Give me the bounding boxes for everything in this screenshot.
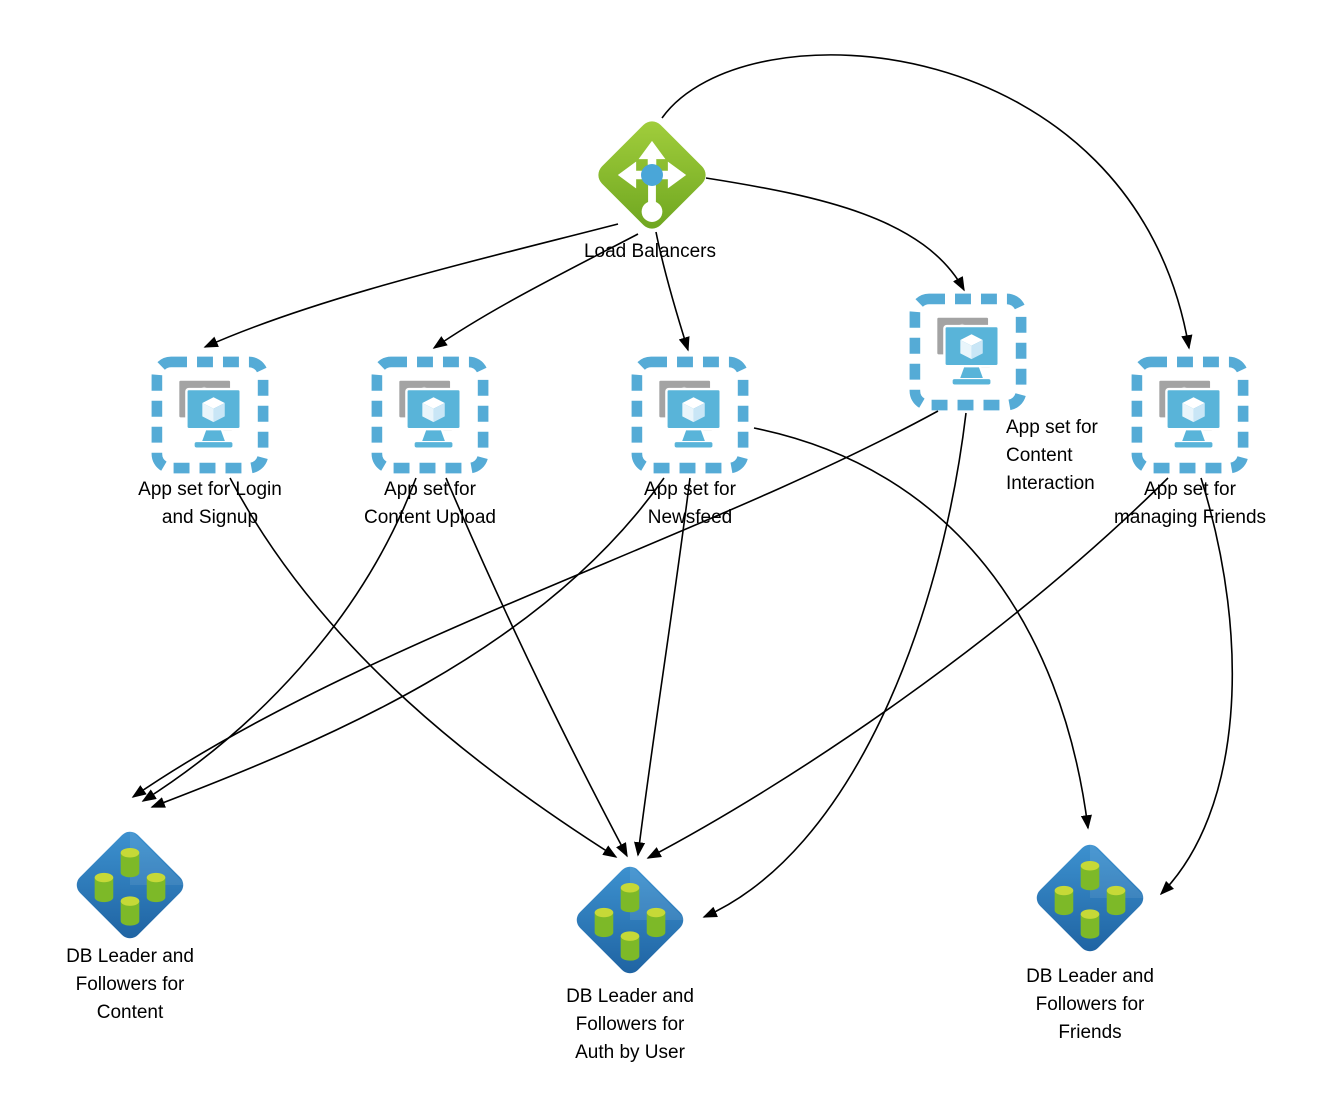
app-set-icon [157, 362, 263, 468]
app-set-icon [637, 362, 743, 468]
edge-upload-to-db-auth [445, 477, 628, 858]
edge-lb-to-friends [661, 54, 1193, 350]
node-load-balancers: Load Balancers [584, 116, 716, 262]
edge-lb-to-login [203, 223, 619, 348]
edge-friendsapp-to-db-friends [1159, 477, 1234, 896]
edge-newsfeed-to-db-friends [753, 427, 1092, 830]
edge-lb-to-upload [432, 233, 639, 349]
database-icon [572, 862, 688, 978]
edge-friendsapp-to-db-auth [646, 477, 1169, 859]
database-icon [1032, 840, 1148, 956]
app-set-icon [915, 299, 1021, 405]
edge-lb-to-newsfeed [655, 231, 690, 352]
database-icon [72, 827, 188, 943]
edges-layer [131, 54, 1234, 918]
edge-newsfeed-to-db-content [150, 477, 665, 808]
edge-interaction-to-db-auth [702, 412, 967, 918]
edge-lb-to-interaction [705, 177, 965, 292]
edge-interaction-to-db-content [131, 410, 939, 798]
edge-newsfeed-to-db-auth [634, 477, 691, 857]
app-set-icon [1137, 362, 1243, 468]
load-balancer-icon [593, 116, 711, 234]
node-label-load-balancers: Load Balancers [584, 241, 716, 262]
edge-login-to-db-auth [229, 477, 618, 858]
app-set-icon [377, 362, 483, 468]
edge-upload-to-db-content [141, 477, 417, 802]
